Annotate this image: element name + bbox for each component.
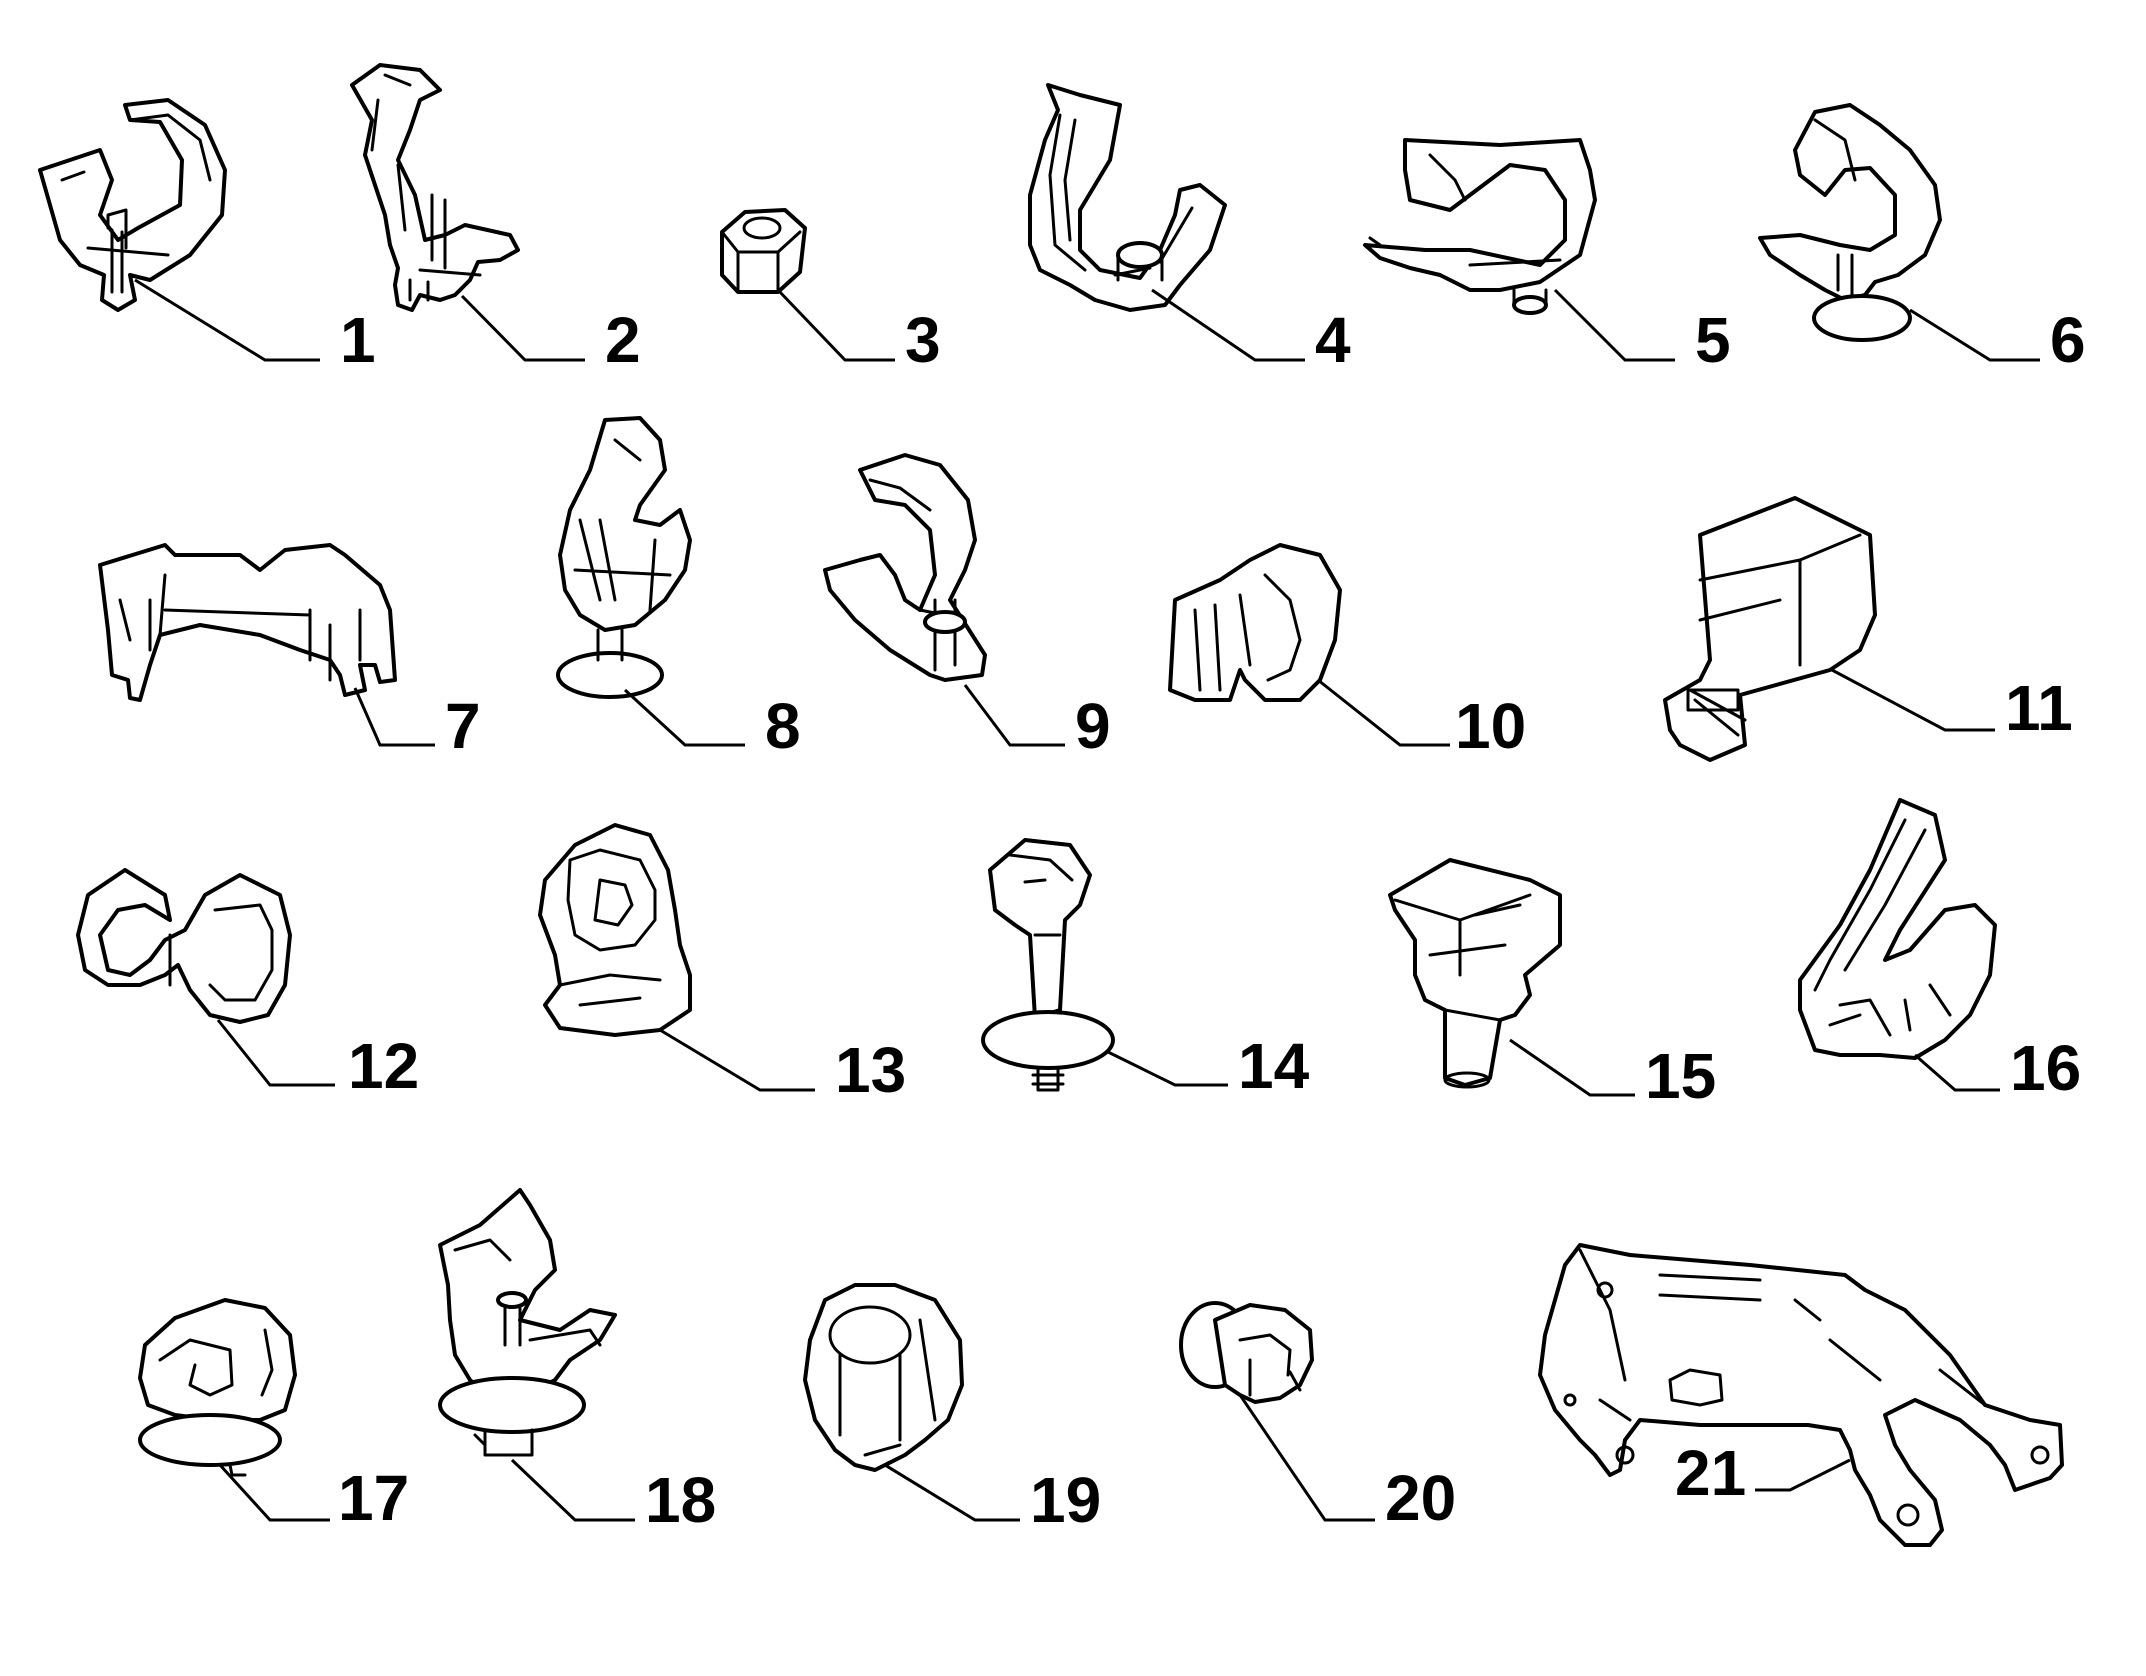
- part-20-small-snap-clip-icon: [1179, 1301, 1314, 1404]
- leader-line-14: [1107, 1050, 1228, 1087]
- leader-line-18: [510, 1458, 635, 1522]
- leader-line-10: [1317, 678, 1450, 747]
- callout-number-10: 10: [1455, 690, 1526, 762]
- part-18-stud-clamp-with-base-icon: [438, 1188, 617, 1457]
- leader-line-4: [1151, 288, 1305, 362]
- leader-line-6: [1909, 308, 2040, 362]
- leader-line-19: [884, 1463, 1020, 1522]
- callout-number-7: 7: [445, 690, 481, 762]
- leader-line-17: [218, 1463, 330, 1522]
- leader-line-1: [134, 278, 320, 362]
- leader-line-8: [623, 688, 745, 747]
- part-15-square-push-fastener-icon: [1388, 858, 1562, 1089]
- callout-number-13: 13: [835, 1034, 906, 1106]
- part-13-c-shaped-clip-icon: [538, 823, 692, 1037]
- part-21-metal-mounting-bracket-icon: [1538, 1243, 2064, 1547]
- leader-line-2: [460, 294, 585, 362]
- callout-number-15: 15: [1645, 1040, 1716, 1112]
- callout-number-6: 6: [2050, 304, 2086, 376]
- leader-line-16: [1914, 1053, 2000, 1092]
- part-10-edge-clip-icon: [1168, 543, 1342, 702]
- callout-number-19: 19: [1030, 1464, 1101, 1536]
- leader-line-15: [1509, 1038, 1635, 1097]
- callout-number-20: 20: [1385, 1462, 1456, 1534]
- callout-number-14: 14: [1238, 1030, 1310, 1102]
- part-7-wide-harness-clip-icon: [98, 543, 397, 702]
- callout-number-3: 3: [905, 304, 941, 376]
- part-11-box-connector-holder-icon: [1663, 496, 1877, 762]
- part-4-u-channel-bracket-icon: [1028, 83, 1227, 312]
- callout-number-18: 18: [645, 1464, 716, 1536]
- part-17-spring-loop-clip-icon: [138, 1298, 297, 1477]
- leader-line-12: [216, 1019, 335, 1087]
- part-16-angled-support-clip-icon: [1798, 798, 1997, 1060]
- part-3-hex-nut-icon: [720, 208, 807, 294]
- part-12-twin-pipe-clip-icon: [76, 868, 292, 1024]
- part-6-open-clip-with-base-icon: [1758, 103, 1942, 342]
- callout-number-17: 17: [338, 1462, 409, 1534]
- leader-line-13: [659, 1028, 815, 1092]
- callout-number-12: 12: [348, 1030, 419, 1102]
- callout-number-9: 9: [1075, 690, 1111, 762]
- callout-number-5: 5: [1695, 304, 1731, 376]
- callout-number-1: 1: [340, 304, 376, 376]
- callout-number-2: 2: [605, 304, 641, 376]
- callout-number-11: 11: [2005, 672, 2073, 744]
- part-9-split-pipe-clamp-icon: [823, 453, 987, 682]
- part-8-round-clamp-with-base-icon: [556, 416, 692, 699]
- callout-number-4: 4: [1315, 304, 1351, 376]
- leader-line-9: [963, 684, 1065, 747]
- part-19-ring-clamp-icon: [803, 1283, 964, 1472]
- part-5-loop-cable-tie-icon: [1363, 138, 1597, 315]
- leader-line-7: [353, 687, 435, 747]
- callout-number-16: 16: [2010, 1032, 2081, 1104]
- leader-line-20: [1238, 1394, 1375, 1522]
- leader-line-21: [1755, 1458, 1851, 1492]
- part-14-push-pin-clip-icon: [981, 838, 1115, 1092]
- leader-line-5: [1553, 288, 1675, 362]
- leader-line-11: [1831, 668, 1995, 732]
- part-1-pipe-clip-with-stud-icon: [38, 98, 227, 312]
- callout-number-8: 8: [765, 690, 801, 762]
- callout-number-21: 21: [1675, 1437, 1746, 1509]
- part-2-double-pipe-clip-icon: [350, 63, 520, 312]
- leader-line-3: [776, 288, 895, 362]
